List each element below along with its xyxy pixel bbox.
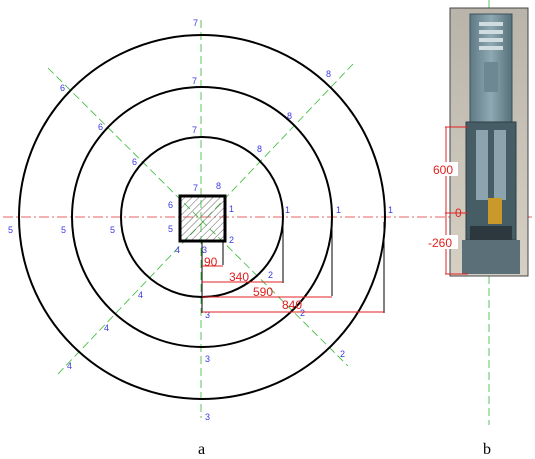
ring3-label-6: 6 [60, 83, 65, 93]
central-column-square [178, 194, 227, 243]
height-label-600: 600 [433, 163, 453, 177]
equipment-photo [449, 7, 529, 277]
radial-dimensions: 90 340 590 840 [201, 222, 385, 313]
ring3-label-4: 4 [67, 361, 72, 371]
ring2-label-3: 3 [205, 354, 210, 364]
square-label-5: 5 [168, 224, 173, 234]
ring1-label-1: 1 [285, 205, 290, 215]
ring2-label-6: 6 [98, 122, 103, 132]
ring1-label-5: 5 [110, 225, 115, 235]
square-label-1: 1 [229, 204, 234, 214]
dimension-label-340: 340 [229, 270, 249, 284]
height-label-minus-260: -260 [428, 236, 452, 250]
ring2-label-1: 1 [336, 205, 341, 215]
dimension-label-590: 590 [253, 285, 273, 299]
inner-ring-labels: 1 2 3 4 5 6 7 8 [110, 125, 290, 320]
square-point-labels: 1 2 3 4 5 6 7 8 [168, 181, 234, 255]
middle-ring-labels: 1 2 3 4 5 6 7 8 [61, 76, 341, 364]
outer-ring [18, 34, 386, 400]
panel-b-elevation: 600 0 -260 [428, 0, 529, 425]
ring2-label-5: 5 [61, 225, 66, 235]
middle-ring [71, 86, 333, 348]
ring3-label-2: 2 [340, 349, 345, 359]
square-label-2: 2 [229, 235, 234, 245]
dimension-label-840: 840 [282, 298, 302, 312]
ring1-label-8: 8 [257, 144, 262, 154]
ring3-label-1: 1 [388, 205, 393, 215]
ring2-label-8: 8 [287, 111, 292, 121]
ring1-label-2: 2 [268, 270, 273, 280]
square-label-4: 4 [175, 245, 180, 255]
square-label-3: 3 [202, 245, 207, 255]
square-label-7: 7 [193, 183, 198, 193]
square-label-6: 6 [168, 200, 173, 210]
ring3-label-7: 7 [193, 18, 198, 28]
height-label-0: 0 [455, 206, 462, 220]
ring1-label-7: 7 [192, 125, 197, 135]
ring2-label-2: 2 [300, 308, 305, 318]
outer-ring-labels: 1 2 3 4 5 6 7 8 [8, 18, 393, 422]
ring1-label-6: 6 [132, 157, 137, 167]
ring3-label-8: 8 [326, 69, 331, 79]
ring3-label-5: 5 [8, 225, 13, 235]
caption-a: a [198, 441, 205, 458]
caption-b: b [483, 441, 491, 458]
square-label-8: 8 [216, 181, 221, 191]
dimension-label-90: 90 [204, 255, 218, 269]
ring3-label-3: 3 [205, 412, 210, 422]
ring1-label-3: 3 [205, 310, 210, 320]
ring2-label-7: 7 [192, 76, 197, 86]
ring2-label-4: 4 [104, 323, 109, 333]
ring1-label-4: 4 [138, 290, 143, 300]
